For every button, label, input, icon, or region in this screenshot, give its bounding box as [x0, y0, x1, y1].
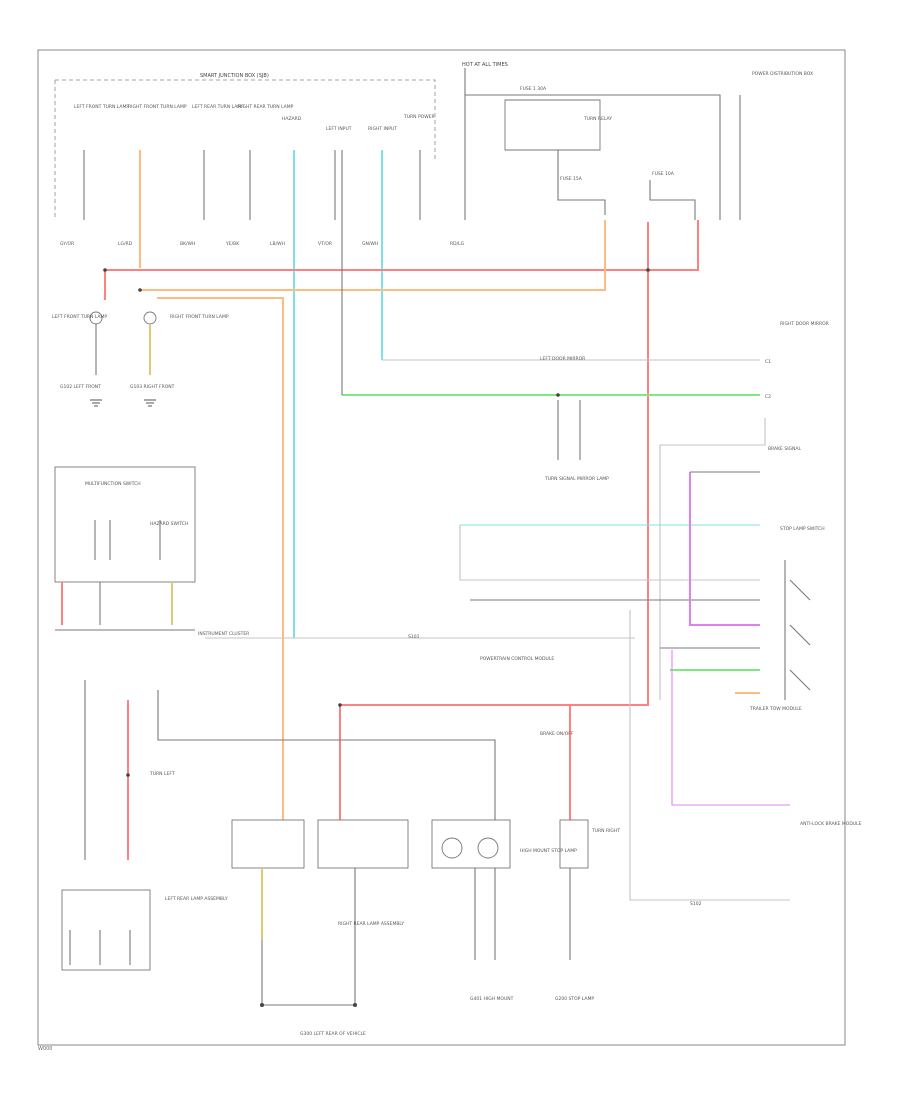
turn-relay-label: TURN RELAY [583, 116, 612, 122]
rear-lamps-lh-label: LEFT REAR LAMP ASSEMBLY [165, 896, 228, 902]
smart-junction-box-group: SMART JUNCTION BOX (SJB) [54, 73, 436, 220]
wire-label-2: LG/RD [118, 241, 133, 247]
mirror-conn-c2: C2 [765, 394, 771, 400]
sjb-connector-ids: GY/OR LG/RD BK/WH YE/BK LB/WH VT/OR GN/W… [60, 241, 465, 247]
sjb-header: SMART JUNCTION BOX (SJB) [200, 73, 269, 79]
sw-turn-mirror-label: TURN SIGNAL MIRROR LAMP [544, 476, 609, 482]
fuse-c-label: FUSE 10A [652, 171, 675, 177]
mirror-rh-label: RIGHT DOOR MIRROR [780, 321, 829, 327]
abs-module-label: ANTI-LOCK BRAKE MODULE [800, 821, 862, 827]
high-stop-label: HIGH MOUNT STOP LAMP [520, 848, 577, 854]
power-distribution-block: HOT AT ALL TIMES FUSE 1 30A TURN RELAY P… [462, 62, 813, 220]
stop-lamp-sw-label: STOP LAMP SWITCH [780, 526, 825, 532]
sjb-label-rf-turn: RIGHT FRONT TURN LAMP [128, 104, 187, 110]
fuse-b-label: FUSE 15A [560, 176, 583, 182]
lf-lamp-label: LEFT FRONT TURN LAMP [52, 314, 107, 320]
lf-ground-label: G102 LEFT FRONT [60, 384, 101, 390]
multifunction-switch-block: MULTIFUNCTION SWITCH HAZARD SWITCH INSTR… [54, 466, 249, 637]
wire-label-5: LB/WH [270, 241, 285, 247]
fuse-a-label: FUSE 1 30A [520, 86, 547, 92]
mirror-lh-label: LEFT DOOR MIRROR [540, 356, 585, 362]
sjb-label-rr-turn: RIGHT REAR TURN LAMP [238, 104, 294, 110]
sjb-label-lf-turn: LEFT FRONT TURN LAMP [74, 104, 129, 110]
diagram-frame [37, 49, 846, 1046]
wire-label-6: VT/OR [318, 241, 332, 247]
trailer-module-label: TRAILER TOW MODULE [749, 706, 802, 712]
conn-s1-label: S101 [408, 634, 420, 640]
brake-signal-label: BRAKE SIGNAL [768, 446, 801, 452]
ground-stop-label: G200 STOP LAMP [555, 996, 594, 1002]
footer-code: W000 [38, 1046, 53, 1052]
sjb-terminals: LEFT FRONT TURN LAMP RIGHT FRONT TURN LA… [74, 104, 435, 132]
wire-label-4: YE/BK [225, 241, 240, 247]
hazard-switch-label: HAZARD SWITCH [150, 521, 188, 527]
sjb-label-lr-turn: LEFT REAR TURN LAMP [192, 104, 244, 110]
brake-on-off-label: BRAKE ON/OFF [540, 731, 574, 737]
ground-hmsl-label: G401 HIGH MOUNT [470, 996, 514, 1002]
front-turn-lamps: LEFT FRONT TURN LAMP RIGHT FRONT TURN LA… [52, 311, 229, 407]
sjb-label-hazard: HAZARD [282, 116, 302, 122]
ground-bottom-label: G300 LEFT REAR OF VEHICLE [300, 1031, 366, 1037]
cluster-label: INSTRUMENT CLUSTER [198, 631, 249, 637]
sjb-label-turn-power: TURN POWER [403, 114, 435, 120]
wire-label-1: GY/OR [60, 241, 74, 247]
wire-label-7: GN/WH [362, 241, 378, 247]
mirror-lamps: RIGHT DOOR MIRROR C1 C2 LEFT DOOR MIRROR… [341, 150, 829, 700]
rear-lamp-blocks: HIGH MOUNT STOP LAMP TURN RIGHT G300 LEF… [231, 819, 620, 1037]
rf-ground-label: G103 RIGHT FRONT [130, 384, 175, 390]
turn-right-label: TURN RIGHT [591, 828, 620, 834]
pcm-label: POWERTRAIN CONTROL MODULE [480, 656, 554, 662]
conn-s2-label: S102 [690, 901, 702, 907]
sjb-output-wires [83, 150, 421, 638]
hot-at-all-times-label: HOT AT ALL TIMES [462, 62, 508, 68]
splice-dots [103, 268, 650, 777]
wire-label-3: BK/WH [180, 241, 195, 247]
rf-lamp-label: RIGHT FRONT TURN LAMP [170, 314, 229, 320]
lower-left-circuit: TURN LEFT LEFT REAR LAMP ASSEMBLY [61, 680, 496, 971]
mirror-conn-c1: C1 [765, 359, 771, 365]
multifunction-label: MULTIFUNCTION SWITCH [85, 481, 141, 487]
sjb-label-rh-input: RIGHT INPUT [368, 126, 397, 132]
brake-lamp-lines: STOP LAMP SWITCH TRAILER TOW MODULE ANTI… [459, 471, 862, 827]
wire-label-8: RD/LG [450, 241, 465, 247]
red-power-bus [104, 220, 699, 820]
power-dist-label: POWER DISTRIBUTION BOX [752, 71, 813, 77]
rear-lamps-rh-label: RIGHT REAR LAMP ASSEMBLY [338, 921, 404, 927]
sjb-label-lh-input: LEFT INPUT [326, 126, 352, 132]
center-bus: S101 POWERTRAIN CONTROL MODULE BRAKE ON/… [205, 610, 790, 907]
turn-left-label: TURN LEFT [149, 771, 175, 777]
